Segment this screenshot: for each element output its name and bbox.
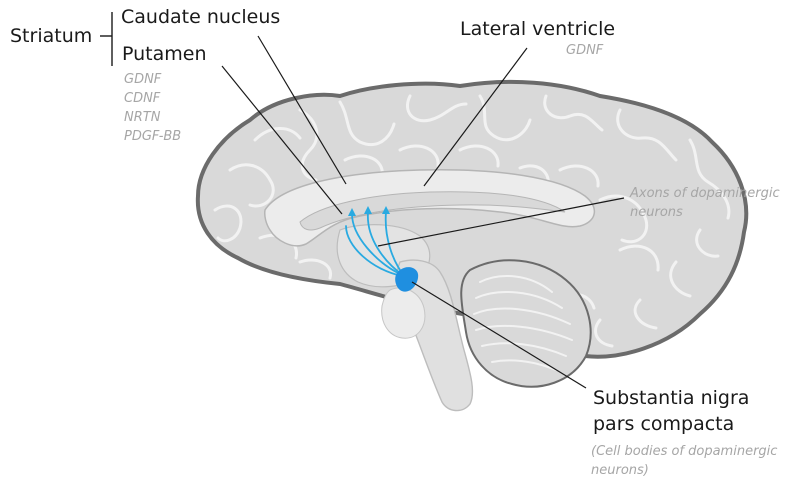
factor-nrtn: NRTN bbox=[124, 108, 181, 127]
striatum-bracket bbox=[100, 12, 112, 66]
cell-bodies-line-1: (Cell bodies of dopaminergic bbox=[591, 442, 777, 461]
factor-cdnf: CDNF bbox=[124, 89, 181, 108]
lateral-ventricle-label: Lateral ventricle bbox=[460, 20, 615, 39]
substantia-nigra-label: Substantia nigra pars compacta bbox=[593, 385, 749, 437]
substantia-line-2: pars compacta bbox=[593, 411, 749, 437]
axons-line-2: neurons bbox=[630, 203, 780, 222]
lateral-ventricle-factor: GDNF bbox=[566, 44, 603, 57]
factor-gdnf: GDNF bbox=[124, 70, 181, 89]
striatum-label: Striatum bbox=[10, 27, 92, 46]
axons-label: Axons of dopaminergic neurons bbox=[630, 184, 780, 222]
axons-line-1: Axons of dopaminergic bbox=[630, 184, 780, 203]
caudate-nucleus-label: Caudate nucleus bbox=[121, 8, 280, 27]
putamen-label: Putamen bbox=[122, 45, 207, 64]
factor-pdgf-bb: PDGF-BB bbox=[124, 127, 181, 146]
cell-bodies-label: (Cell bodies of dopaminergic neurons) bbox=[591, 442, 777, 480]
substantia-line-1: Substantia nigra bbox=[593, 385, 749, 411]
cell-bodies-line-2: neurons) bbox=[591, 461, 777, 480]
putamen-factors: GDNF CDNF NRTN PDGF-BB bbox=[124, 70, 181, 146]
